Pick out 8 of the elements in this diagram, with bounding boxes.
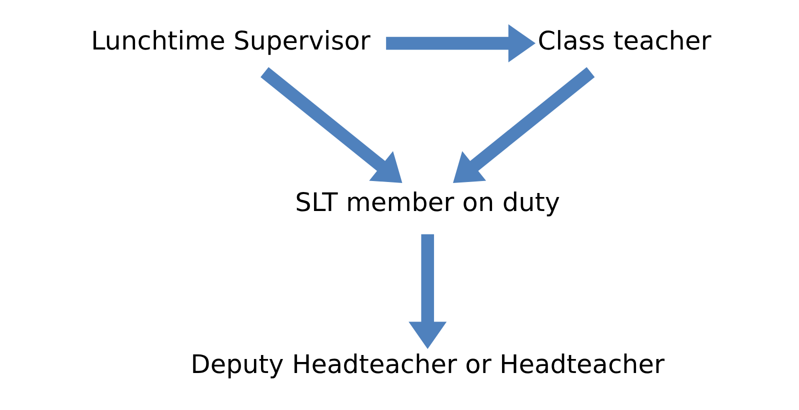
arrow — [408, 234, 446, 349]
arrow — [386, 24, 536, 62]
node-text: Deputy Headteacher or Headteacher — [190, 350, 664, 380]
node-text: Lunchtime Supervisor — [90, 26, 370, 56]
node-text: SLT member on duty — [294, 188, 560, 218]
arrow — [452, 67, 594, 183]
arrow — [260, 67, 402, 183]
node-text: Class teacher — [537, 26, 711, 56]
